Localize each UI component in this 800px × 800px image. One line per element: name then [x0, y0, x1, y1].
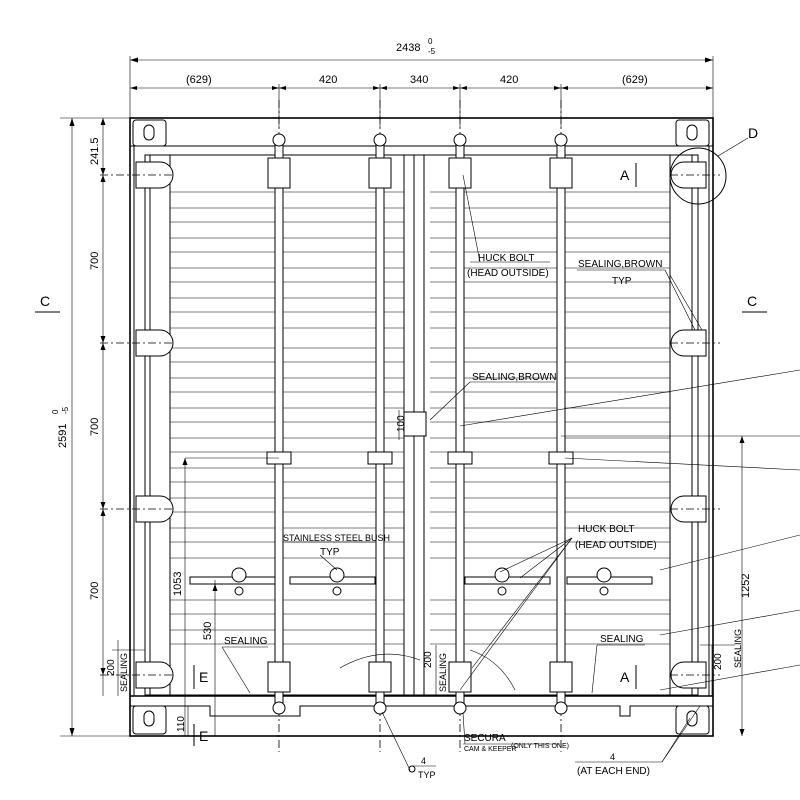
svg-text:0: 0: [51, 409, 60, 414]
sealing-brown-top-line1: SEALING,BROWN: [578, 259, 662, 270]
callout-weld-left: 4 TYP: [381, 711, 436, 780]
left-dim-1053: 1053: [172, 572, 184, 596]
section-e-bottom: E: [199, 728, 208, 744]
section-c-left: C: [40, 293, 50, 309]
callout-weld-right: 4 (AT EACH END): [575, 705, 701, 777]
huck-bolt-top-line1: HUCK BOLT: [478, 253, 535, 264]
weld-right-line2: (AT EACH END): [577, 766, 650, 777]
sealing-right-label: SEALING: [600, 634, 644, 645]
callout-huck-bolt-top: HUCK BOLT (HEAD OUTSIDE): [462, 174, 550, 279]
left-dim-110: 110: [176, 716, 187, 732]
left-dim-700-2: 700: [89, 418, 101, 436]
left-dimensions: 2591 0 -5 241.5 700 700 700 200 SEALING …: [51, 117, 279, 737]
sealing-vert-right: SEALING: [733, 629, 743, 668]
callout-huck-bolt-low: HUCK BOLT (HEAD OUTSIDE): [459, 457, 800, 691]
left-dim-200: 200: [106, 659, 117, 676]
callout-sealing-brown-mid: SEALING,BROWN: [429, 369, 800, 427]
right-dim-200: 200: [713, 653, 724, 670]
top-segment-dimensions: (629) 420 340 420 (629): [130, 74, 713, 128]
center-dim-200: 200: [423, 651, 434, 668]
locking-bar-4: [548, 100, 574, 752]
hinge-posts: [100, 155, 720, 695]
right-dim-1252: 1252: [740, 574, 752, 598]
top-dim-5: (629): [622, 74, 648, 86]
door-corrugation-left: [170, 191, 410, 645]
stainless-bush-line1: STAINLESS STEEL BUSH: [283, 533, 390, 543]
top-dim-2: 420: [319, 74, 337, 86]
sealing-vert-left: SEALING: [119, 653, 129, 692]
callout-sealing-left: SEALING: [221, 636, 268, 694]
left-dim-700-3: 700: [89, 582, 101, 600]
callout-stainless-bush: STAINLESS STEEL BUSH TYP: [283, 533, 390, 571]
locking-bar-1: [266, 100, 292, 752]
weld-left-line1: 4: [421, 756, 426, 766]
svg-text:-5: -5: [61, 406, 70, 414]
stainless-bush-line2: TYP: [320, 547, 340, 558]
door-handles: [189, 567, 653, 691]
huck-bolt-low-line2: (HEAD OUTSIDE): [575, 540, 657, 551]
left-dim-530: 530: [202, 622, 214, 640]
sealing-brown-top-line2: TYP: [612, 276, 632, 287]
section-a-top: A: [620, 167, 630, 183]
sealing-vert-center: SEALING: [438, 653, 448, 692]
sealing-brown-mid-label: SEALING,BROWN: [472, 372, 556, 383]
section-e-top: E: [199, 669, 208, 685]
secura-line1: SECURA: [464, 733, 506, 744]
center-dimensions: 100 200 SEALING: [396, 410, 448, 696]
section-marks: A A C C D E E: [35, 125, 767, 746]
detail-d-label: D: [748, 125, 758, 141]
svg-text:0: 0: [428, 37, 433, 46]
right-dimensions: 1252 200 SEALING: [561, 435, 800, 736]
callout-secura: SECURA CAM & KEEPER (ONLY THIS ONE): [462, 712, 569, 753]
callout-sealing-brown-top: SEALING,BROWN TYP: [577, 259, 703, 331]
section-c-right: C: [747, 293, 757, 309]
callout-sealing-right: SEALING: [591, 609, 800, 694]
huck-bolt-top-line2: (HEAD OUTSIDE): [467, 268, 549, 279]
overall-height-value: 2591: [57, 424, 69, 448]
weld-left-line2: TYP: [418, 770, 436, 780]
secura-line3: (ONLY THIS ONE): [511, 743, 569, 750]
section-a-bottom: A: [620, 669, 630, 685]
secura-line2: CAM & KEEPER: [464, 746, 517, 753]
huck-bolt-low-line1: HUCK BOLT: [578, 524, 635, 535]
locking-bar-3: [447, 100, 473, 752]
locking-bar-2: [367, 100, 393, 752]
overall-width-dimension: 2438 0 -5: [129, 37, 714, 118]
top-dim-4: 420: [500, 74, 518, 86]
center-door-stile: [403, 154, 427, 696]
top-dim-1: (629): [186, 74, 212, 86]
left-dim-241: 241.5: [89, 137, 101, 165]
center-dim-100: 100: [396, 415, 407, 432]
weld-right-line1: 4: [610, 752, 615, 762]
left-dim-700-1: 700: [89, 252, 101, 270]
sealing-left-label: SEALING: [224, 636, 268, 647]
top-dim-3: 340: [410, 74, 428, 86]
overall-width-value: 2438: [396, 42, 420, 54]
svg-text:-5: -5: [428, 47, 436, 56]
